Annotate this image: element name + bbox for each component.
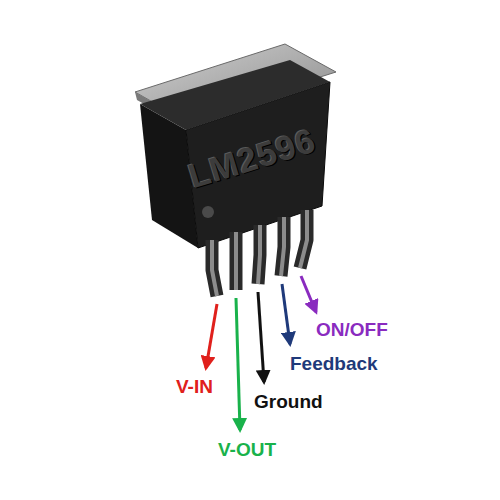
pin-name: V-IN xyxy=(176,377,213,396)
body-top xyxy=(140,60,330,130)
leader-arrow xyxy=(282,284,290,344)
pin-name: Ground xyxy=(254,392,323,411)
leader-arrow xyxy=(301,276,316,312)
pin-highlight xyxy=(281,217,284,276)
pin-highlight xyxy=(258,225,260,284)
pin-highlight xyxy=(234,232,238,290)
leader-arrow xyxy=(236,298,240,430)
pin-name: ON/OFF xyxy=(316,320,388,339)
pin xyxy=(300,210,307,268)
pin-name: Feedback xyxy=(290,354,378,373)
pin xyxy=(212,240,217,296)
pin1-dot xyxy=(202,206,214,218)
pins xyxy=(212,210,307,296)
pin-name: V-OUT xyxy=(218,440,276,459)
pin xyxy=(258,225,260,284)
leader-arrow xyxy=(258,292,264,382)
pin xyxy=(281,217,284,276)
pin xyxy=(230,232,243,290)
pin-highlight xyxy=(212,240,217,296)
pin-highlight xyxy=(300,210,307,268)
leader-arrow xyxy=(206,304,217,368)
